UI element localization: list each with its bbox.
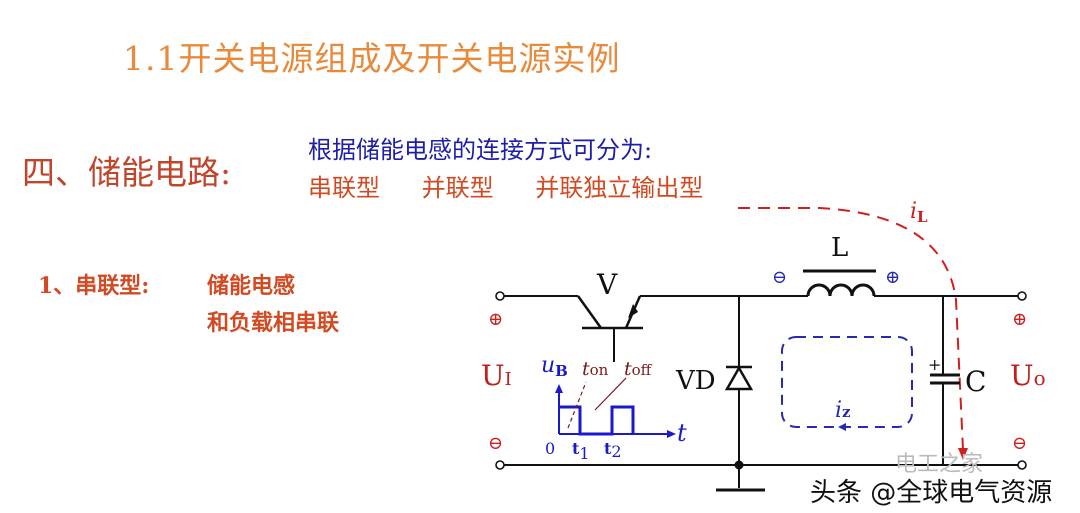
t-on-label: ton	[582, 358, 609, 380]
capacitor-label: C	[965, 365, 986, 398]
source-watermark: 头条 @全球电气资源	[810, 478, 1053, 508]
section-heading: 四、储能电路:	[22, 153, 232, 192]
inductor-current-arrow-icon	[958, 448, 968, 460]
series-type-heading: 1、串联型:	[38, 273, 150, 299]
diode-label: VD	[675, 366, 716, 396]
base-drive-waveform	[555, 377, 676, 438]
tick-t1: t1	[572, 439, 590, 463]
transistor-v	[576, 295, 643, 362]
classification-intro: 根据储能电感的连接方式可分为:	[308, 136, 653, 164]
transistor-label: V	[596, 268, 618, 301]
input-positive-terminal	[495, 291, 505, 301]
output-plus-icon: ⊕	[1012, 309, 1027, 330]
inductor-label: L	[831, 233, 848, 263]
x-axis-arrow-icon	[667, 430, 676, 438]
tick-0: 0	[545, 439, 555, 458]
tick-t2: t2	[604, 439, 622, 461]
diode-vd	[724, 365, 754, 391]
inductor-l	[803, 269, 876, 297]
faint-watermark: 电工之家	[895, 452, 984, 477]
output-positive-terminal	[1017, 291, 1027, 301]
input-voltage-label: UI	[481, 359, 512, 392]
inductor-plus-icon: ⊕	[885, 267, 900, 288]
series-type-description-line1: 储能电感	[207, 273, 296, 299]
waveform-y-label: uB	[541, 353, 568, 380]
input-plus-icon: ⊕	[488, 309, 503, 330]
capacitor-c	[930, 373, 960, 385]
input-negative-terminal	[495, 460, 505, 470]
inductor-current-path	[738, 207, 964, 451]
capacitor-polarity: +	[928, 355, 941, 374]
loop-current-label: iz	[835, 398, 851, 423]
output-negative-terminal	[1017, 460, 1027, 470]
type-list: 串联型 并联型 并联独立输出型	[308, 168, 737, 203]
input-minus-icon: ⊖	[488, 433, 503, 454]
loop-current-arrow-icon	[838, 423, 846, 431]
inductor-current-label: iL	[910, 199, 928, 226]
loop-current-path	[781, 336, 913, 428]
output-minus-icon: ⊖	[1012, 433, 1027, 454]
type-series: 串联型	[308, 174, 380, 202]
type-parallel: 并联型	[421, 174, 494, 202]
t-off-label: toff	[624, 358, 653, 380]
output-voltage-label: Uo	[1010, 359, 1046, 392]
slide-title: 1.1开关电源组成及开关电源实例	[123, 39, 621, 78]
waveform-x-label: t	[677, 419, 687, 447]
inductor-minus-icon: ⊖	[772, 267, 787, 288]
type-parallel-independent: 并联独立输出型	[535, 174, 704, 202]
series-type-description-line2: 和负载相串联	[207, 310, 340, 336]
y-axis-arrow-icon	[555, 384, 563, 393]
